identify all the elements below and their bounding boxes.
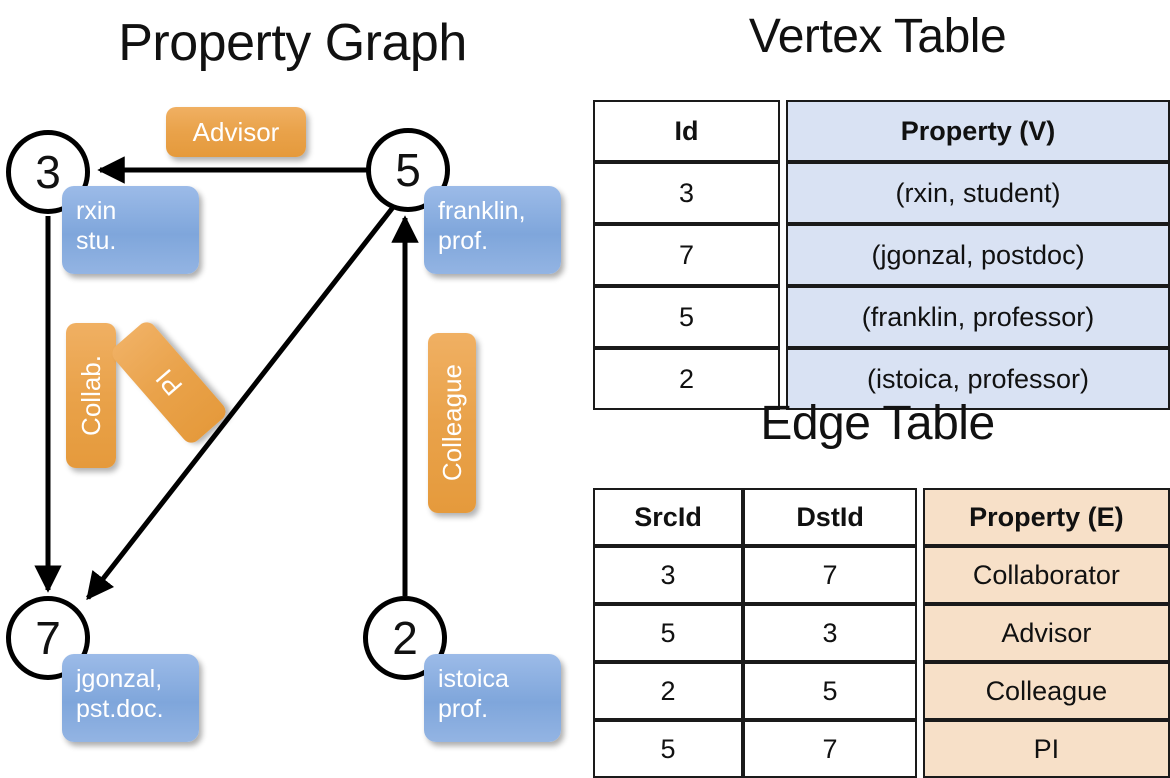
vertex-property-box-3: rxin stu. bbox=[62, 186, 199, 274]
vertex-property-5-line1: franklin, bbox=[438, 197, 526, 225]
table-row: 2 (istoica, professor) bbox=[593, 348, 1170, 410]
edge-5-to-7 bbox=[86, 204, 396, 601]
vertex-property-7-line1: jgonzal, bbox=[76, 665, 163, 693]
vertex-table-column-gap bbox=[780, 286, 787, 348]
edge-cell-property: Colleague bbox=[922, 662, 1170, 720]
edge-label-pi-text: PI bbox=[149, 363, 189, 402]
vertex-node-2-label: 2 bbox=[392, 612, 418, 664]
edge-cell-srcid: 5 bbox=[593, 604, 744, 662]
vertex-property-2-line2: prof. bbox=[438, 695, 489, 723]
vertex-cell-id: 2 bbox=[593, 348, 781, 410]
vertex-node-5-label: 5 bbox=[395, 144, 421, 196]
edge-table-column-gap bbox=[917, 720, 923, 778]
edge-cell-srcid: 3 bbox=[593, 546, 744, 604]
edge-table-column-gap bbox=[917, 546, 923, 604]
vertex-property-7-line2: pst.doc. bbox=[76, 695, 164, 723]
table-row: 2 5 Colleague bbox=[593, 662, 1170, 720]
edge-cell-property: Advisor bbox=[922, 604, 1170, 662]
vertex-cell-property: (rxin, student) bbox=[786, 162, 1170, 224]
property-graph-panel: Property Graph Advisor Collab. PI Collea… bbox=[0, 0, 585, 760]
vertex-table-column-gap bbox=[780, 224, 787, 286]
edge-cell-dstid: 7 bbox=[743, 546, 918, 604]
edge-cell-srcid: 5 bbox=[593, 720, 744, 778]
vertex-cell-id: 3 bbox=[593, 162, 781, 224]
vertex-property-3-line1: rxin bbox=[76, 197, 117, 225]
edge-table-title: Edge Table bbox=[760, 397, 995, 450]
edge-label-collab: Collab. bbox=[66, 323, 116, 468]
vertex-node-7-label: 7 bbox=[35, 612, 61, 664]
vertex-cell-property: (istoica, professor) bbox=[786, 348, 1170, 410]
vertex-table-header-property: Property (V) bbox=[786, 100, 1170, 162]
edge-label-advisor-text: Advisor bbox=[192, 116, 280, 147]
edge-label-colleague-text: Colleague bbox=[436, 364, 467, 482]
edge-table: SrcId DstId Property (E) 3 7 Collaborato… bbox=[593, 488, 1170, 778]
table-row: 5 (franklin, professor) bbox=[593, 286, 1170, 348]
edge-cell-dstid: 5 bbox=[743, 662, 918, 720]
vertex-cell-id: 5 bbox=[593, 286, 781, 348]
table-row: 5 3 Advisor bbox=[593, 604, 1170, 662]
edge-label-advisor: Advisor bbox=[166, 107, 306, 157]
edge-table-header-row: SrcId DstId Property (E) bbox=[593, 488, 1170, 546]
vertex-cell-id: 7 bbox=[593, 224, 781, 286]
vertex-property-2-line1: istoica bbox=[438, 665, 509, 693]
edge-cell-dstid: 7 bbox=[743, 720, 918, 778]
vertex-table-column-gap bbox=[780, 100, 787, 162]
edge-label-colleague: Colleague bbox=[428, 333, 476, 513]
table-row: 5 7 PI bbox=[593, 720, 1170, 778]
vertex-property-box-7: jgonzal, pst.doc. bbox=[62, 654, 199, 742]
vertex-node-2: 2 bbox=[363, 596, 447, 680]
table-row: 7 (jgonzal, postdoc) bbox=[593, 224, 1170, 286]
vertex-property-box-2: istoica prof. bbox=[424, 654, 561, 742]
edge-cell-dstid: 3 bbox=[743, 604, 918, 662]
graph-edges-layer bbox=[34, 156, 419, 601]
vertex-table-header-id: Id bbox=[593, 100, 781, 162]
edge-cell-property: PI bbox=[922, 720, 1170, 778]
vertex-property-box-5: franklin, prof. bbox=[424, 186, 561, 274]
edge-label-collab-text: Collab. bbox=[75, 355, 106, 436]
table-row: 3 7 Collaborator bbox=[593, 546, 1170, 604]
edge-table-header-srcid: SrcId bbox=[593, 488, 744, 546]
edge-cell-property: Collaborator bbox=[922, 546, 1170, 604]
edge-table-column-gap bbox=[917, 604, 923, 662]
vertex-table: Id Property (V) 3 (rxin, student) 7 (jgo… bbox=[593, 100, 1170, 410]
edge-table-header-property: Property (E) bbox=[922, 488, 1170, 546]
vertex-property-5-line2: prof. bbox=[438, 227, 489, 255]
vertex-node-3-label: 3 bbox=[35, 146, 61, 198]
edge-table-column-gap bbox=[917, 488, 923, 546]
edge-table-column-gap bbox=[917, 662, 923, 720]
vertex-cell-property: (franklin, professor) bbox=[786, 286, 1170, 348]
vertex-table-header-row: Id Property (V) bbox=[593, 100, 1170, 162]
vertex-property-3-line2: stu. bbox=[76, 227, 117, 255]
edge-cell-srcid: 2 bbox=[593, 662, 744, 720]
property-graph-title: Property Graph bbox=[118, 14, 467, 72]
vertex-table-column-gap bbox=[780, 348, 787, 410]
tables-panel: Vertex Table Id Property (V) 3 (rxin, st… bbox=[585, 0, 1170, 778]
vertex-table-column-gap bbox=[780, 162, 787, 224]
table-row: 3 (rxin, student) bbox=[593, 162, 1170, 224]
edge-table-header-dstid: DstId bbox=[743, 488, 918, 546]
vertex-node-5: 5 bbox=[366, 128, 450, 212]
vertex-cell-property: (jgonzal, postdoc) bbox=[786, 224, 1170, 286]
vertex-table-title: Vertex Table bbox=[748, 10, 1007, 63]
